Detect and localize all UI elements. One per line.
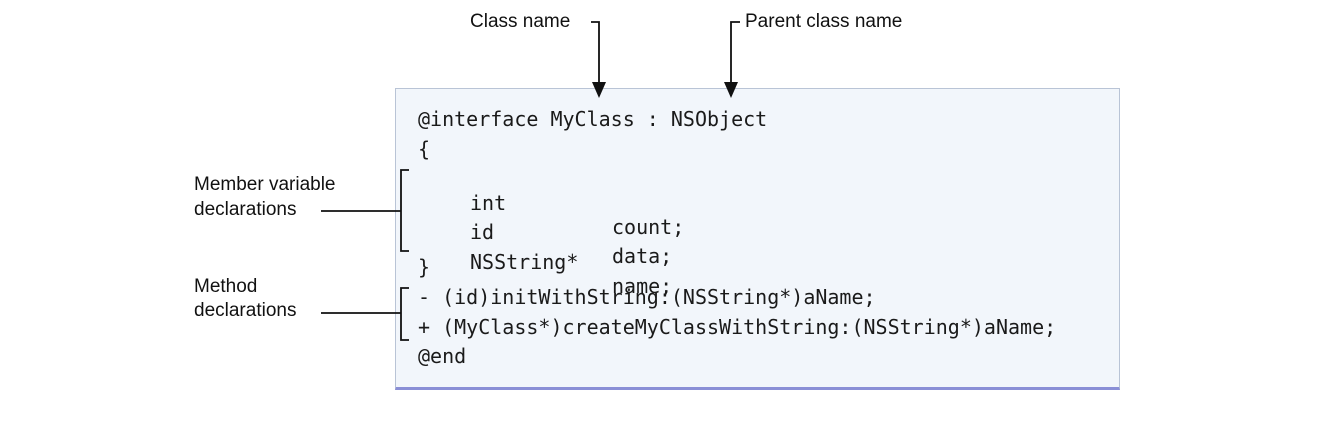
code-box — [395, 88, 1120, 390]
class-name-arrow — [591, 21, 606, 98]
member-type: int — [470, 191, 507, 215]
member-row: int count; — [0, 167, 1322, 239]
parent-class-name-label: Parent class name — [745, 11, 903, 32]
member-row: id data; — [0, 196, 1322, 268]
class-name-label: Class name — [470, 11, 571, 32]
member-name: name; — [612, 274, 673, 298]
close-brace: } — [418, 255, 431, 279]
method-declaration: + (MyClass*)createMyClassWithString:(NSS… — [418, 315, 1057, 339]
method-label-line2: declarations — [194, 300, 297, 321]
parent-class-name-arrow — [724, 21, 740, 98]
method-label-line1: Method — [194, 276, 258, 297]
method-bracket — [321, 287, 409, 341]
end-line: @end — [418, 344, 467, 368]
member-variable-label-line2: declarations — [194, 199, 297, 220]
member-type: id — [470, 220, 495, 244]
member-type: NSString* — [470, 250, 579, 274]
member-variable-bracket — [321, 169, 409, 252]
member-name: data; — [612, 244, 673, 268]
member-name: count; — [612, 215, 685, 239]
member-variable-label-line1: Member variable — [194, 174, 336, 195]
interface-line: @interface MyClass : NSObject — [418, 107, 768, 131]
open-brace: { — [418, 137, 431, 161]
member-row: NSString* name; — [0, 226, 1322, 298]
method-declaration: - (id)initWithString:(NSString*)aName; — [418, 285, 876, 309]
